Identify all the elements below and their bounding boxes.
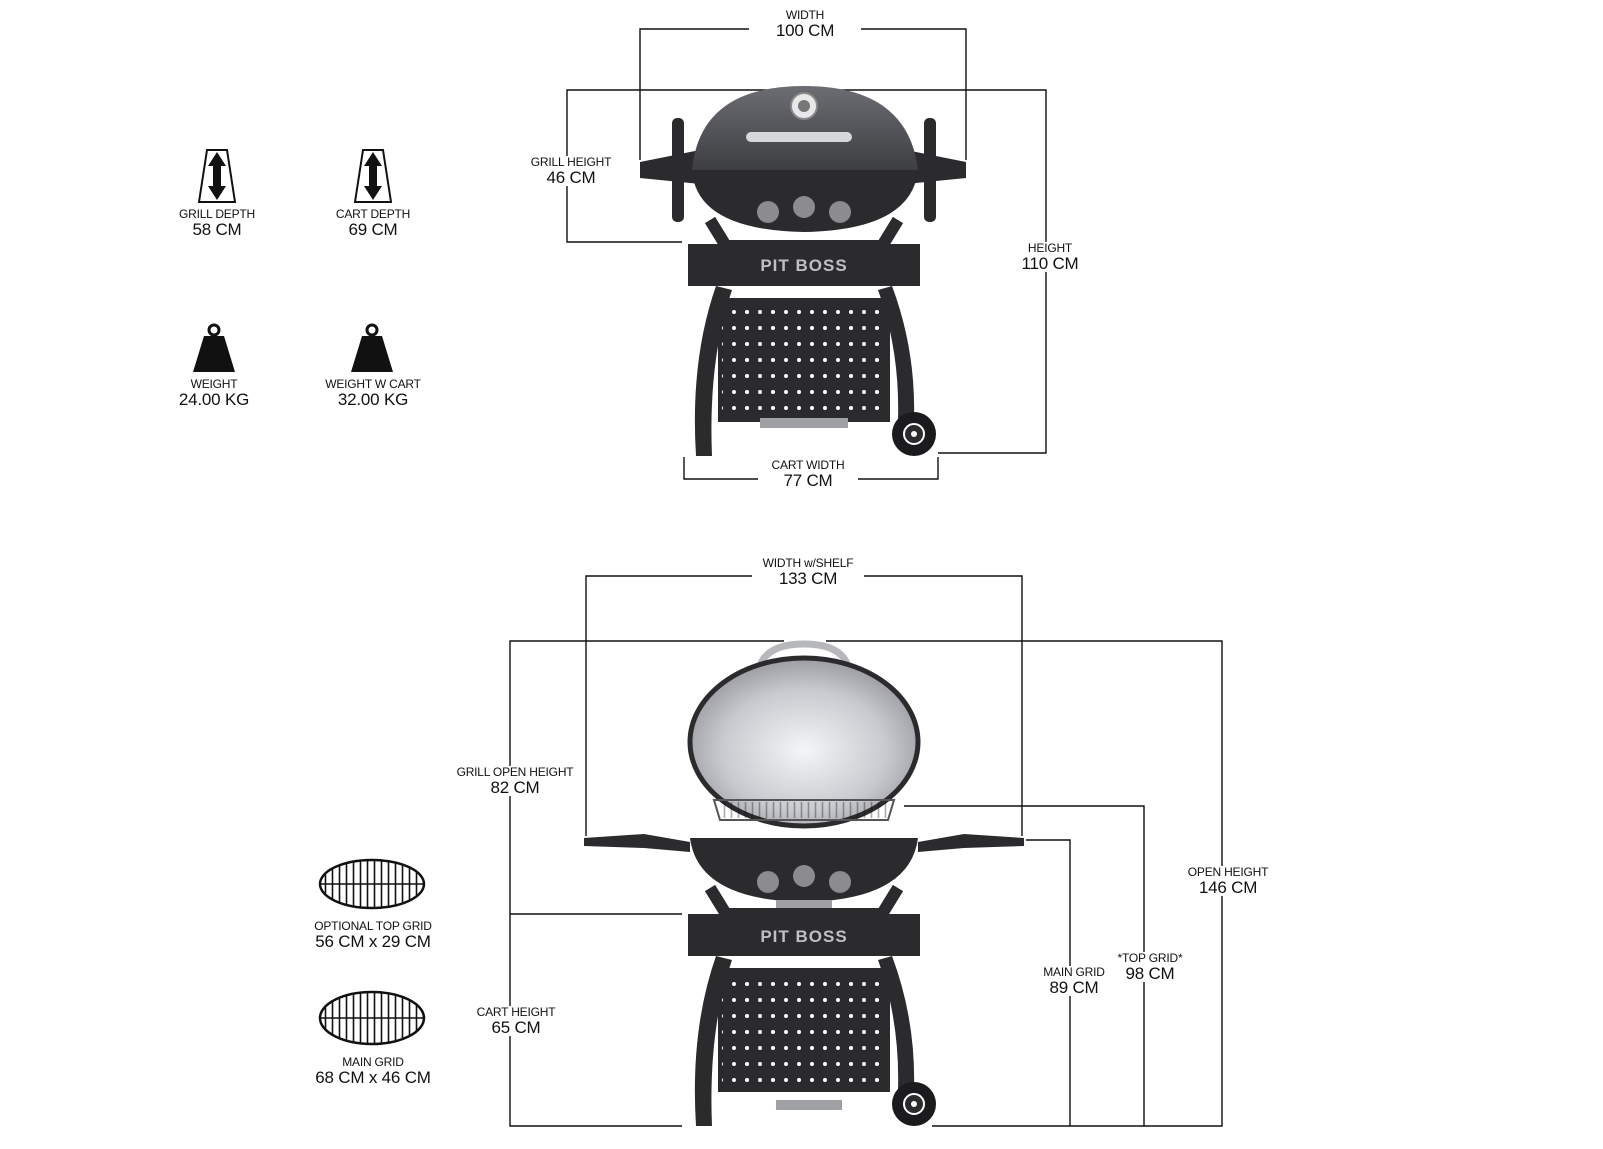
optional-top-grid-spec: OPTIONAL TOP GRID 56 CM x 29 CM bbox=[314, 919, 432, 951]
open-height-label: OPEN HEIGHT 146 CM bbox=[1178, 866, 1278, 897]
cart-height-label: CART HEIGHT 65 CM bbox=[468, 1006, 564, 1037]
depth-arrow-icon bbox=[353, 149, 393, 203]
width-label: WIDTH 100 CM bbox=[749, 9, 861, 40]
cart-width-label: CART WIDTH 77 CM bbox=[758, 459, 858, 490]
depth-arrow-icon bbox=[197, 149, 237, 203]
grill-grate-icon bbox=[318, 990, 426, 1046]
grill-height-label: GRILL HEIGHT 46 CM bbox=[520, 156, 622, 187]
cart-depth-spec: CART DEPTH 69 CM bbox=[335, 207, 411, 239]
grill-grate-icon bbox=[318, 858, 426, 910]
weight-spec: WEIGHT 24.00 KG bbox=[178, 377, 250, 409]
grill-depth-spec: GRILL DEPTH 58 CM bbox=[178, 207, 256, 239]
weight-icon bbox=[351, 323, 393, 372]
brand-logo-bottom: PIT BOSS bbox=[760, 927, 847, 946]
top-grid-height-label: *TOP GRID* 98 CM bbox=[1104, 952, 1196, 983]
main-grid-height-label: MAIN GRID 89 CM bbox=[1030, 966, 1118, 997]
open-grill-illustration: PIT BOSS bbox=[509, 575, 1223, 1127]
weight-with-cart-spec: WEIGHT W CART 32.00 KG bbox=[325, 377, 421, 409]
height-label: HEIGHT 110 CM bbox=[1000, 242, 1100, 273]
width-with-shelf-label: WIDTH w/SHELF 133 CM bbox=[752, 557, 864, 588]
brand-logo: PIT BOSS bbox=[760, 256, 847, 275]
weight-icon bbox=[193, 323, 235, 372]
closed-grill-illustration: PIT BOSS bbox=[566, 28, 1047, 480]
main-grid-spec: MAIN GRID 68 CM x 46 CM bbox=[315, 1055, 431, 1087]
grill-open-height-label: GRILL OPEN HEIGHT 82 CM bbox=[450, 766, 580, 797]
